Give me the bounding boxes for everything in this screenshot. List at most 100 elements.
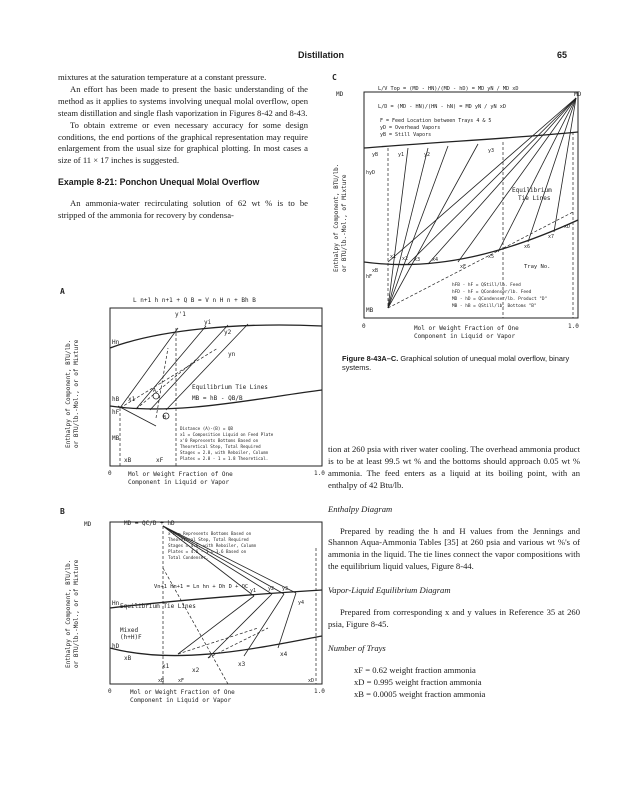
paragraph: tion at 260 psia with river water coolin…	[328, 444, 580, 490]
label-yi: yi	[204, 319, 212, 326]
label-y3: y3	[488, 148, 494, 154]
label-y2: y2	[224, 329, 232, 336]
note-line: Plates = 2.8 - 1 = 1.8 Theoretical.	[180, 456, 268, 461]
label-yb: yB	[372, 152, 378, 158]
label-hb: hB	[112, 396, 120, 403]
y-axis-label: or BTU/lb.-Mol., or of Mixture	[73, 559, 80, 668]
note-line: Stages = 2.8, with Reboiler, Column	[180, 450, 269, 455]
label-xf: xF	[460, 264, 466, 270]
label-y2: y2	[424, 152, 430, 158]
label-mb: MB	[366, 307, 374, 314]
vapor-curve	[109, 324, 323, 349]
legend-line: F = Feed Location between Trays 4 & 5	[380, 118, 491, 124]
label-mb: MB	[112, 435, 120, 442]
example-heading: Example 8-21: Ponchon Unequal Molal Over…	[58, 177, 260, 188]
label-x1: x1	[162, 663, 170, 670]
label-xd: xD	[564, 224, 570, 230]
y-axis-label: Enthalpy of Component, BTU/lb.	[65, 560, 72, 668]
equation-line: MB - hB = QStill/lb. Bottoms "B"	[452, 303, 537, 309]
equation-line: MD - hD = QCondenser/lb. Product "D"	[452, 296, 547, 302]
label-b: B	[163, 415, 166, 421]
y-axis-label: Enthalpy of Component, BTU/lb.	[333, 164, 340, 272]
label-x1: x1	[390, 254, 396, 260]
label-x1: x1	[128, 396, 136, 403]
equation-line: hFB - hF = QStill/lb. Feed	[452, 282, 521, 288]
label-hv: hyD	[366, 170, 375, 176]
figure-b: B MD MD = QC/D + hD x'B = Represents Bot…	[60, 508, 325, 704]
caption-label: Figure 8-43A–C.	[342, 354, 399, 363]
caption-text: Graphical solution of unequal molal over…	[342, 354, 570, 372]
tie-lines-label: Equilibrium	[512, 187, 552, 194]
paragraph: Prepared by reading the h and H values f…	[328, 525, 580, 572]
liquid-curve	[109, 635, 323, 657]
x-axis-label: Mol or Weight Fraction of One	[128, 471, 233, 478]
x-tick-label: 1.0	[314, 470, 325, 477]
legend-line: yB = Still Vapors	[380, 132, 431, 138]
x-tick-label: 0	[108, 470, 112, 477]
tie-lines-label: Equilibrium Tie Lines	[192, 384, 268, 391]
label-x4: x4	[432, 257, 438, 263]
label-y2: y2	[268, 586, 274, 592]
legend-line: yD = Overhead Vapors	[380, 125, 440, 131]
x-tick-label: 1.0	[314, 688, 325, 695]
label-y1: y1	[250, 588, 256, 594]
label-xb: xB	[124, 457, 132, 464]
vapor-curve	[363, 131, 579, 149]
label-x7: x7	[548, 234, 554, 240]
note-line: Theoretical Step, Total Required	[168, 537, 249, 542]
x-axis-label: Mol or Weight Fraction of One	[414, 325, 519, 332]
note-line: Plates = 4.6 - 1 = 3.6 Based on	[168, 549, 247, 554]
label-mixed-feed: (h+H)F	[120, 634, 142, 641]
label-x2: x2	[192, 667, 200, 674]
equation-line: xD = 0.995 weight fraction ammonia	[354, 676, 482, 687]
label-a: A	[153, 388, 156, 394]
plot-frame	[363, 91, 579, 319]
label-xb-axis: xB	[158, 678, 164, 684]
equation-line: xF = 0.62 weight fraction ammonia	[354, 664, 476, 675]
label-md-right: MD	[574, 91, 582, 98]
liquid-curve	[363, 219, 579, 266]
label-yn: yn	[228, 351, 236, 358]
label-xf: xF	[156, 457, 164, 464]
note-line: Stages = 4.6, with Reboiler, Column	[168, 543, 257, 548]
figure-letter: B	[60, 508, 65, 516]
label-xb: xB	[372, 268, 378, 274]
label-y4: y4	[298, 600, 304, 606]
equation-line: xB = 0.0005 weight fraction ammonia	[354, 688, 486, 699]
page-number: 65	[557, 50, 568, 60]
note-line: Total Condenser.	[168, 555, 208, 560]
note-line: x1 = Composition Liquid on Feed Plate	[180, 432, 274, 437]
plot-frame	[109, 307, 323, 467]
label-hn: Hn	[112, 600, 120, 607]
note-line: Theoretical Step, Total Required	[180, 444, 261, 449]
paragraph: Prepared from corresponding x and y valu…	[328, 607, 580, 629]
paragraph: To obtain extreme or even necessary accu…	[58, 119, 308, 166]
liquid-curve	[109, 389, 323, 410]
equation-lv: L/V Top = (MD - HN)/(MD - hD) = MD yN / …	[378, 86, 519, 92]
x-tick-label: 1.0	[568, 323, 579, 330]
label-md: MD	[84, 521, 92, 528]
md-equation: MD = QC/D + hD	[124, 520, 175, 527]
x-axis-label: Component in Liquid or Vapor	[130, 697, 232, 704]
section-heading: Number of Trays	[328, 642, 386, 653]
running-header-title: Distillation	[298, 50, 345, 60]
label-y3: y3	[282, 586, 288, 592]
label-x2: x2	[402, 256, 408, 262]
label-xf-axis: xF	[178, 678, 184, 684]
tie-lines-label: Tie Lines	[518, 195, 551, 202]
figure-letter: A	[60, 288, 65, 296]
note-line: x'B = Represents Bottoms Based on	[168, 531, 252, 536]
vn-equation: Vn+1 Hn+1 = Ln hn + Dh D + QC	[154, 584, 248, 590]
paragraph: An ammonia-water recirculating solution …	[58, 198, 308, 221]
note-line: Distance (A)-(B) = QB	[180, 426, 233, 431]
x-tick-label: 0	[362, 323, 366, 330]
label-md: MD	[336, 91, 344, 98]
x-tick-label: 0	[108, 688, 112, 695]
mb-equation: MB = hB - QB/B	[192, 395, 243, 402]
figure-equation: L n+1 h n+1 + Q B = V n H n + Bh B	[133, 297, 256, 304]
x-axis-label: Component in Liquid or Vapor	[128, 479, 230, 486]
label-x4: x4	[280, 651, 288, 658]
plot-frame	[109, 521, 323, 685]
label-x3: x3	[238, 661, 246, 668]
y-axis-label: or BTU/lb.-Mol., of Mixture	[341, 174, 348, 272]
